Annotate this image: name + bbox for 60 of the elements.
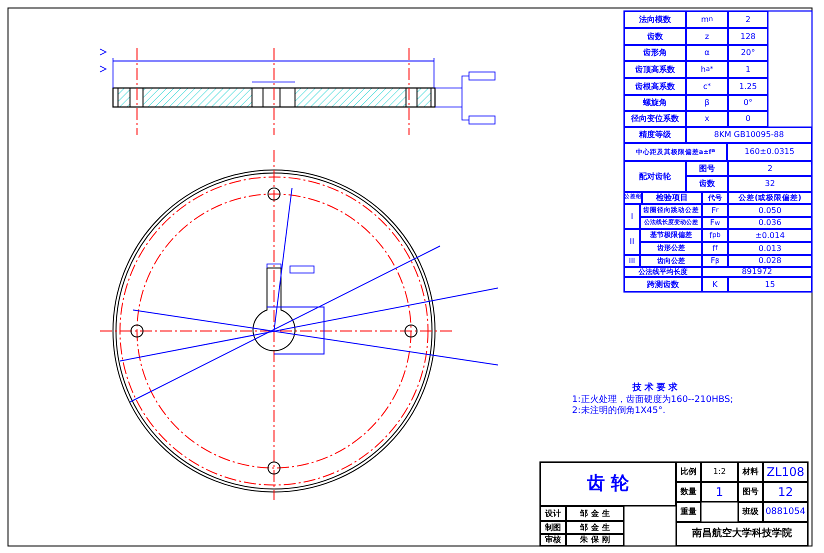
title-block-label: 班级 <box>738 502 763 522</box>
parameter-symbol: z <box>686 28 728 45</box>
parameter-symbol: x <box>686 111 728 127</box>
parameter-value: 8KM GB10095-88 <box>686 127 812 143</box>
requirement-text: 2:未注明的倒角1X45°. <box>572 406 666 417</box>
title-block-label: 设计 <box>540 506 566 521</box>
parameter-symbol: β <box>686 95 728 111</box>
parameter-value: 160±0.0315 <box>727 143 812 161</box>
parameter-value: 2 <box>728 11 768 28</box>
title-block-value: 12 <box>763 482 808 502</box>
parameter-name: 法向模数 <box>624 11 686 28</box>
parameter-value: 1.25 <box>728 78 768 95</box>
title-block-label: 材料 <box>738 462 763 482</box>
parameter-name: 螺旋角 <box>624 95 686 111</box>
title-block-label: 制图 <box>540 521 566 534</box>
parameter-name: 精度等级 <box>624 127 686 143</box>
parameter-name: 齿形角 <box>624 45 686 61</box>
parameter-value: 0.050 <box>728 204 812 217</box>
parameter-value: 0° <box>728 95 768 111</box>
parameter-value: 2 <box>728 161 812 176</box>
title-block-label: 重量 <box>676 502 701 522</box>
parameter-value: 20° <box>728 45 768 61</box>
parameter-name: 齿数 <box>624 28 686 45</box>
parameter-name: 图号 <box>686 161 728 176</box>
institution-name: 南昌航空大学科技学院 <box>676 522 808 546</box>
requirement-text: 1:正火处理，齿面硬度为160--210HBS; <box>572 395 734 406</box>
tolerance-group: II <box>624 229 640 255</box>
parameter-symbol: α <box>686 45 728 61</box>
drawing-title: 齿 轮 <box>540 462 676 506</box>
parameter-value: 32 <box>728 176 812 192</box>
parameter-value: 0.036 <box>728 217 812 229</box>
parameter-value: 128 <box>728 28 768 45</box>
parameter-name: 径向变位系数 <box>624 111 686 127</box>
parameter-value: 891972 <box>702 267 812 277</box>
parameter-value: 0 <box>728 111 768 127</box>
title-block-label: 比例 <box>676 462 701 482</box>
parameter-symbol: K <box>702 277 728 292</box>
tolerance-group: I <box>624 204 640 229</box>
requirements-heading: 技 术 要 求 <box>631 382 679 394</box>
parameter-value: ±0.014 <box>728 229 812 242</box>
title-block-value: 朱 保 刚 <box>566 534 624 546</box>
parameter-name: 齿顶高系数 <box>624 61 686 78</box>
parameter-name: 配对齿轮 <box>624 161 686 192</box>
parameter-value: 1 <box>728 61 768 78</box>
column-heading: 检验项目 <box>642 192 702 204</box>
title-block-value: 0881054 <box>763 502 808 522</box>
parameter-name: 齿根高系数 <box>624 78 686 95</box>
title-block-value: 1 <box>701 482 738 502</box>
title-block-label: 数量 <box>676 482 701 502</box>
title-block-value: 邹 金 生 <box>566 521 624 534</box>
parameter-value: 0.013 <box>728 242 812 255</box>
title-block-label: 审核 <box>540 534 566 546</box>
parameter-value: 15 <box>728 277 812 292</box>
title-block-label: 图号 <box>738 482 763 502</box>
title-block-value: ZL108 <box>763 462 808 482</box>
parameter-value: 0.028 <box>728 255 812 267</box>
title-block-value: 邹 金 生 <box>566 506 624 521</box>
title-block-value: 1:2 <box>701 462 738 482</box>
parameter-name: 齿数 <box>686 176 728 192</box>
parameter-name: 跨测齿数 <box>624 277 702 292</box>
